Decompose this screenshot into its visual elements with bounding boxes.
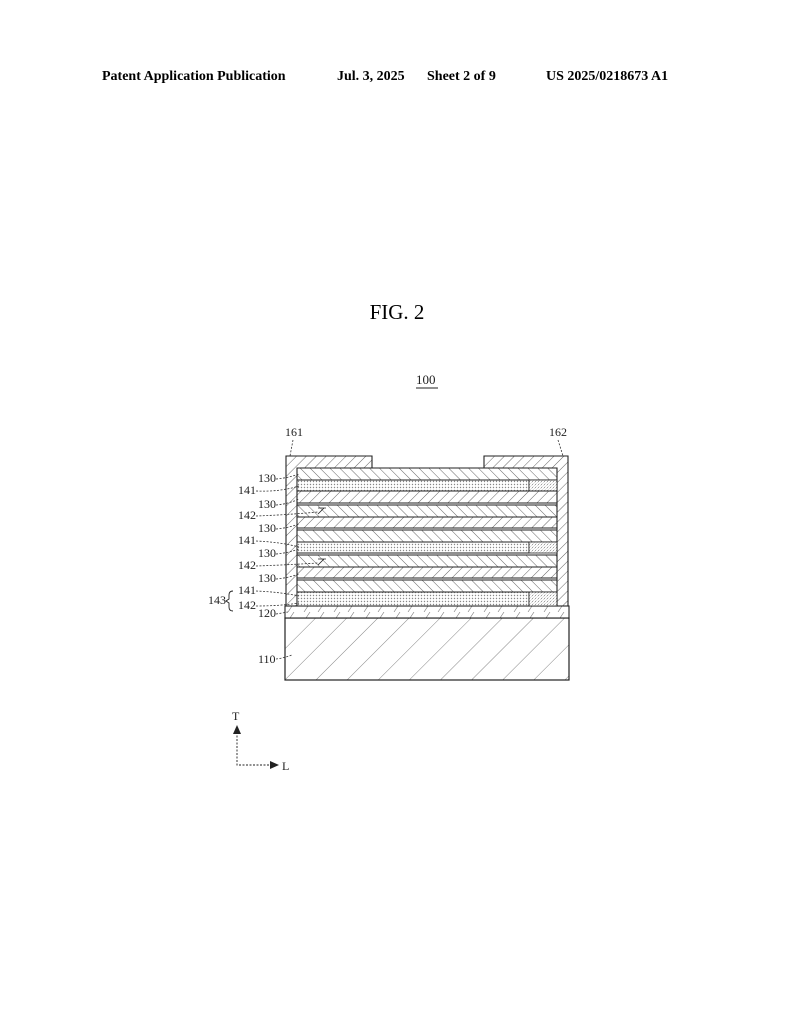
header-sheet: Sheet 2 of 9 — [427, 69, 496, 84]
header-publication: Patent Application Publication — [102, 69, 286, 84]
axis-lines — [236, 732, 272, 766]
axis-l-label: L — [282, 759, 289, 773]
label-142-a: 142 — [238, 508, 256, 522]
dielectric-130-layer-1 — [296, 467, 558, 481]
header-date: Jul. 3, 2025 — [337, 69, 405, 84]
label-130-e: 130 — [258, 571, 276, 585]
leader-142-c — [255, 602, 300, 607]
leader-141-a — [255, 485, 300, 492]
dielectric-130-layer-3 — [296, 529, 558, 543]
leader-120 — [275, 611, 289, 615]
label-130-b: 130 — [258, 497, 276, 511]
ref-161-leader — [289, 439, 294, 457]
axis-t-arrow — [233, 725, 241, 734]
brace-143 — [225, 590, 234, 612]
layer-142-b — [296, 566, 558, 579]
label-130-d: 130 — [258, 546, 276, 560]
electrode-141-layer-2 — [296, 541, 530, 554]
label-120: 120 — [258, 606, 276, 620]
label-130-c: 130 — [258, 521, 276, 535]
layer-142-top-1 — [296, 490, 558, 504]
layer-142-a — [296, 516, 558, 529]
dielectric-130-layer-4 — [296, 554, 558, 568]
connection-mark-2 — [317, 558, 326, 566]
ref-161-label: 161 — [285, 425, 303, 439]
axis-l-arrow — [270, 761, 279, 769]
electrode-141-layer-1 — [296, 479, 530, 492]
leader-130-e — [275, 573, 300, 580]
dielectric-130-layer-5 — [296, 579, 558, 593]
electrode-141-layer-3 — [296, 591, 530, 607]
substrate-110 — [284, 617, 570, 681]
leader-130-b — [275, 498, 300, 506]
leader-142-b — [255, 562, 319, 567]
dielectric-130-layer-2 — [296, 504, 558, 518]
end-region-141-layer-3 — [528, 591, 558, 607]
label-143: 143 — [208, 593, 226, 607]
ref-100-label: 100 — [416, 372, 436, 387]
axis-t-label: T — [232, 709, 240, 723]
end-region-141-layer-2 — [528, 541, 558, 554]
ref-162-label: 162 — [549, 425, 567, 439]
leader-142-a — [255, 511, 319, 517]
leader-130-a — [275, 473, 300, 480]
label-130-a: 130 — [258, 471, 276, 485]
label-142-b: 142 — [238, 558, 256, 572]
layer-120 — [284, 605, 570, 619]
leader-141-c — [255, 590, 300, 597]
label-141-b: 141 — [238, 533, 256, 547]
leader-130-d — [275, 548, 300, 555]
label-110: 110 — [258, 652, 276, 666]
ref-162-leader — [557, 439, 564, 457]
end-region-141-layer-1 — [528, 479, 558, 492]
header-patent-number: US 2025/0218673 A1 — [546, 69, 669, 84]
label-141-a: 141 — [238, 483, 256, 497]
label-141-c: 141 — [238, 583, 256, 597]
leader-110 — [275, 654, 293, 660]
leader-141-b — [255, 540, 300, 548]
connection-mark-1 — [317, 507, 326, 515]
leader-130-c — [275, 523, 300, 530]
label-142-c: 142 — [238, 598, 256, 612]
figure-title: FIG. 2 — [369, 300, 425, 324]
